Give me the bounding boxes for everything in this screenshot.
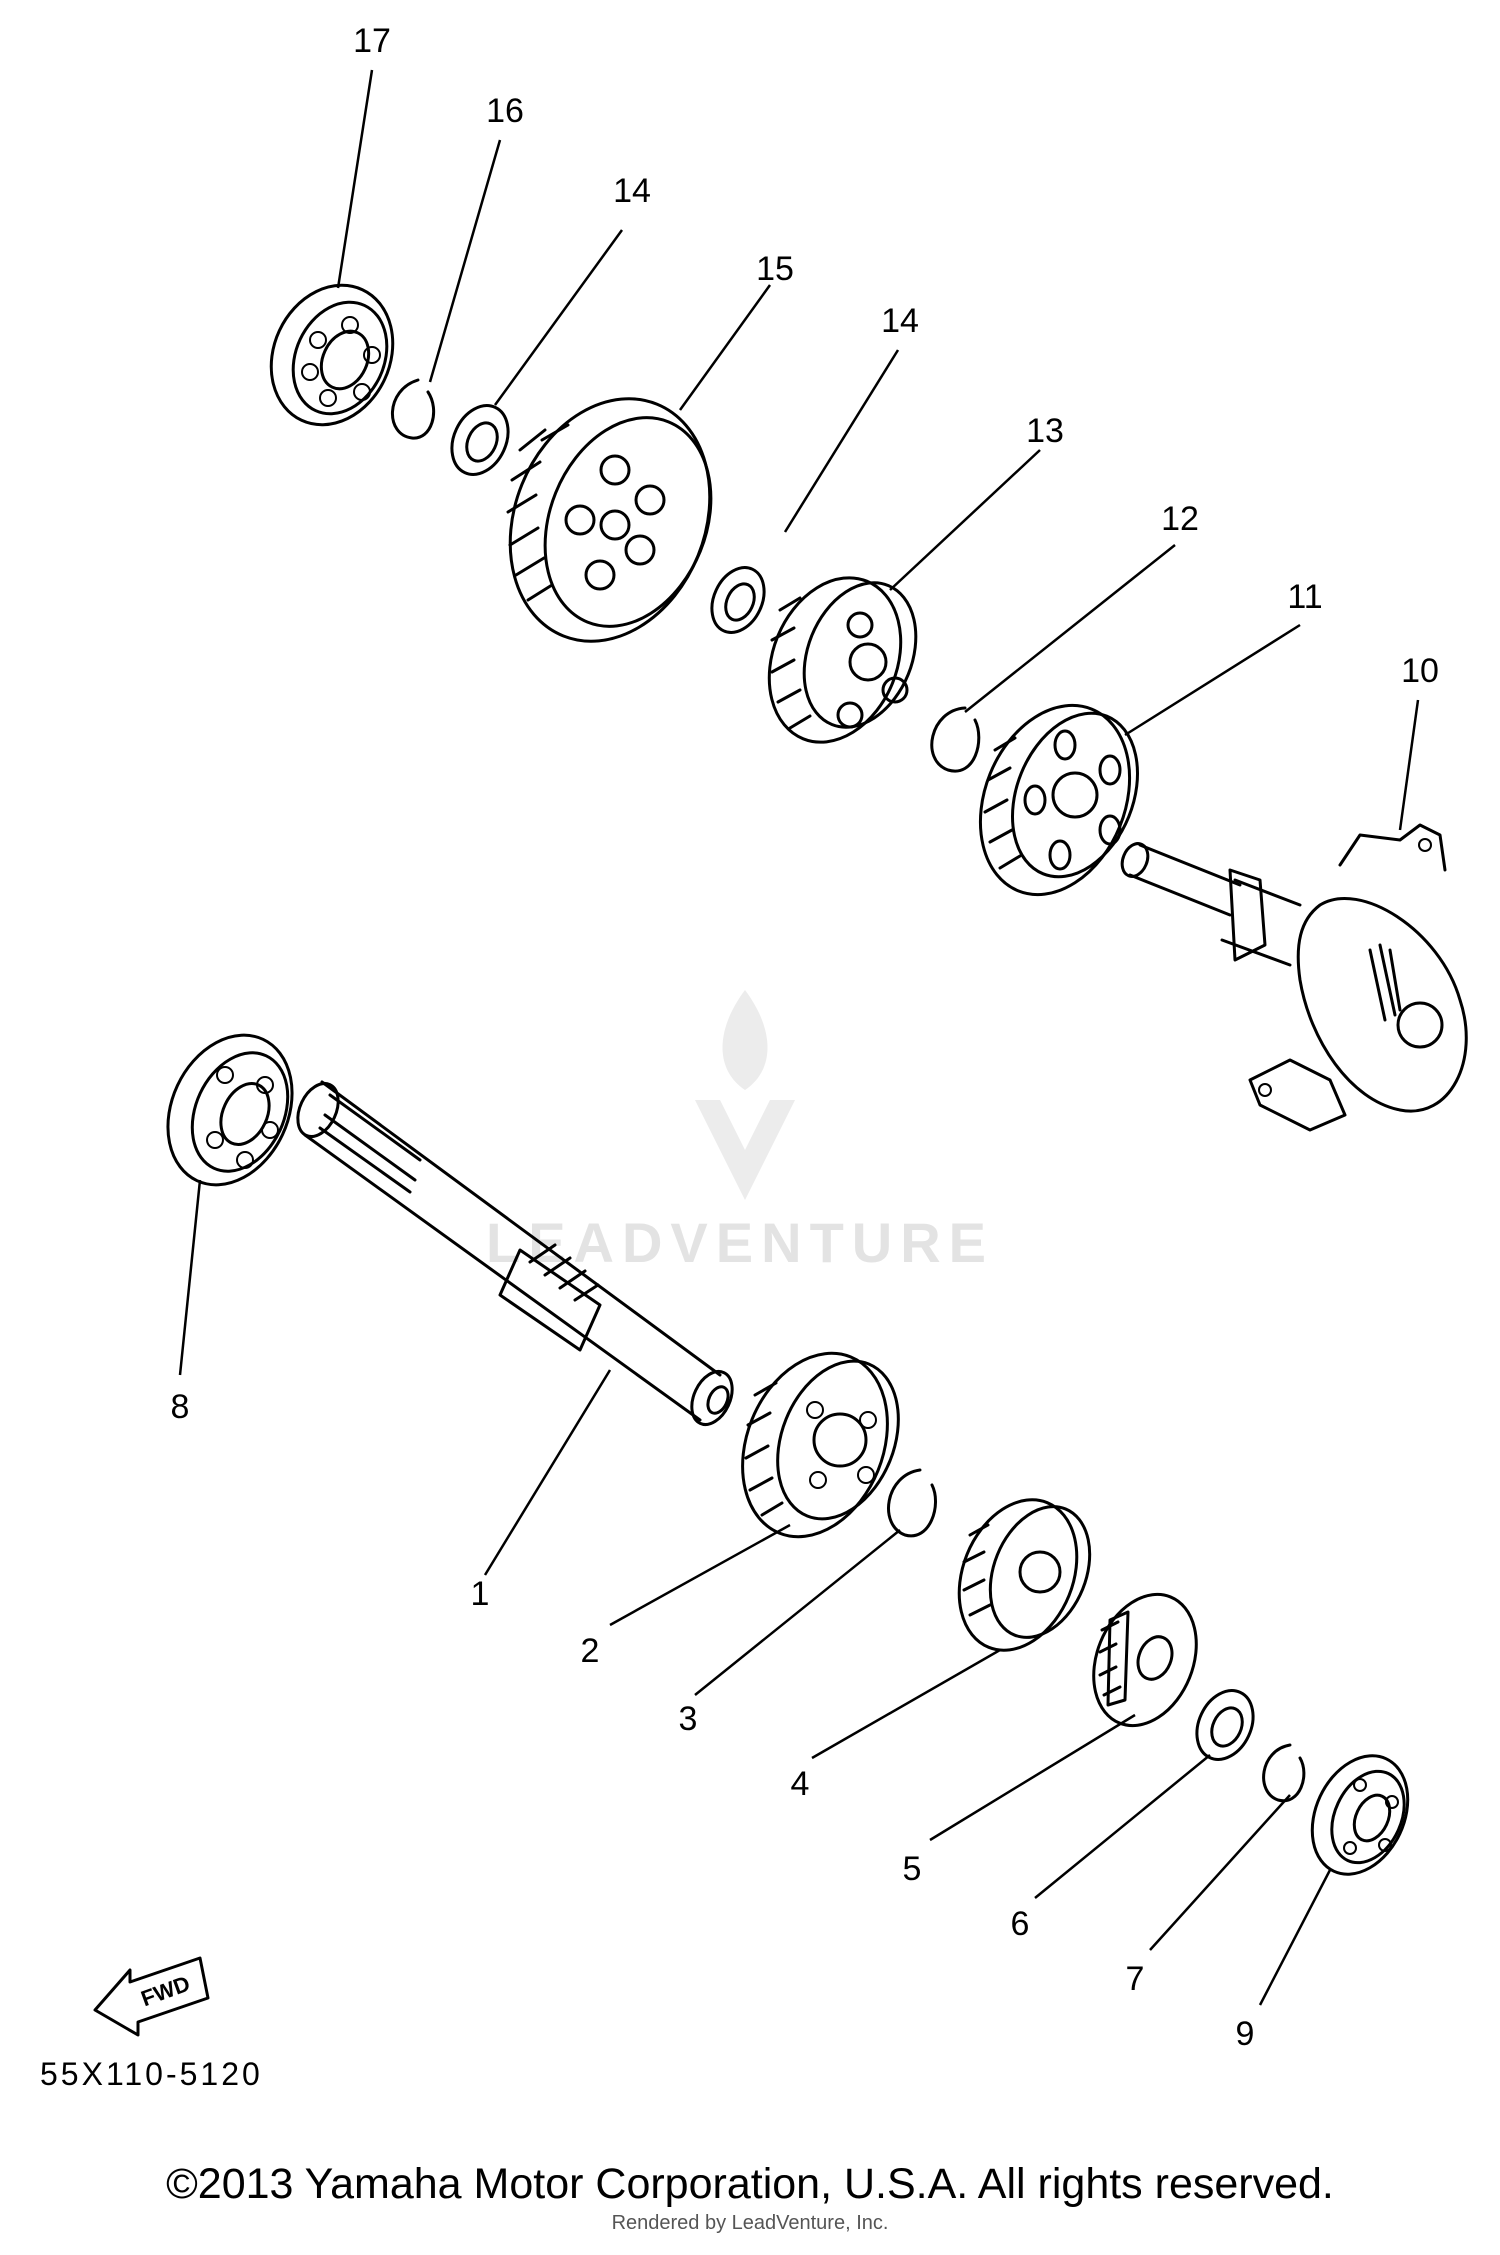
callout-14-upper: 14 bbox=[613, 172, 651, 210]
callout-7: 7 bbox=[1126, 1960, 1145, 1998]
part-16-circlip bbox=[390, 378, 436, 440]
part-14-washer-upper bbox=[450, 404, 510, 476]
fwd-arrow-icon: FWD bbox=[93, 1956, 210, 2037]
callout-8: 8 bbox=[171, 1388, 190, 1426]
callout-16: 16 bbox=[486, 92, 524, 130]
part-1-main-axle bbox=[296, 1080, 734, 1426]
part-13-gear bbox=[767, 576, 918, 744]
callout-3: 3 bbox=[679, 1700, 698, 1738]
callout-1: 1 bbox=[471, 1575, 490, 1613]
diagram-code: 55X110-5120 bbox=[40, 2056, 263, 2092]
part-17-bearing bbox=[269, 283, 395, 427]
part-11-gear bbox=[978, 703, 1139, 897]
leader-lines bbox=[178, 69, 1420, 2006]
part-3-circlip bbox=[887, 1468, 937, 1538]
callout-labels: 17 16 14 15 14 13 12 11 10 8 1 2 3 4 5 6… bbox=[171, 22, 1439, 2053]
callout-6: 6 bbox=[1011, 1905, 1030, 1943]
part-8-bearing bbox=[166, 1033, 294, 1187]
callout-17: 17 bbox=[353, 22, 391, 60]
callout-2: 2 bbox=[581, 1632, 600, 1670]
part-6-washer bbox=[1195, 1689, 1255, 1761]
callout-14-middle: 14 bbox=[881, 302, 919, 340]
part-7-circlip bbox=[1262, 1743, 1306, 1803]
copyright-notice: ©2013 Yamaha Motor Corporation, U.S.A. A… bbox=[166, 2160, 1334, 2208]
part-12-circlip bbox=[930, 706, 981, 773]
callout-4: 4 bbox=[791, 1765, 810, 1803]
rendered-by-text: Rendered by LeadVenture, Inc. bbox=[611, 2212, 889, 2234]
callout-12: 12 bbox=[1161, 500, 1199, 538]
part-15-gear bbox=[506, 397, 713, 643]
callout-10: 10 bbox=[1401, 652, 1439, 690]
callout-11: 11 bbox=[1287, 578, 1322, 616]
part-9-bearing bbox=[1310, 1754, 1410, 1876]
part-10-shaft-housing bbox=[1120, 823, 1468, 1132]
leadventure-watermark: LEADVENTURE bbox=[486, 990, 986, 1274]
callout-5: 5 bbox=[903, 1850, 922, 1888]
part-5-gear bbox=[1092, 1592, 1198, 1728]
callout-15: 15 bbox=[756, 250, 794, 288]
callout-9: 9 bbox=[1236, 2015, 1255, 2053]
part-2-gear bbox=[741, 1351, 900, 1539]
part-14-washer-middle bbox=[710, 566, 766, 634]
callout-13: 13 bbox=[1026, 412, 1064, 450]
part-4-gear bbox=[957, 1498, 1092, 1652]
